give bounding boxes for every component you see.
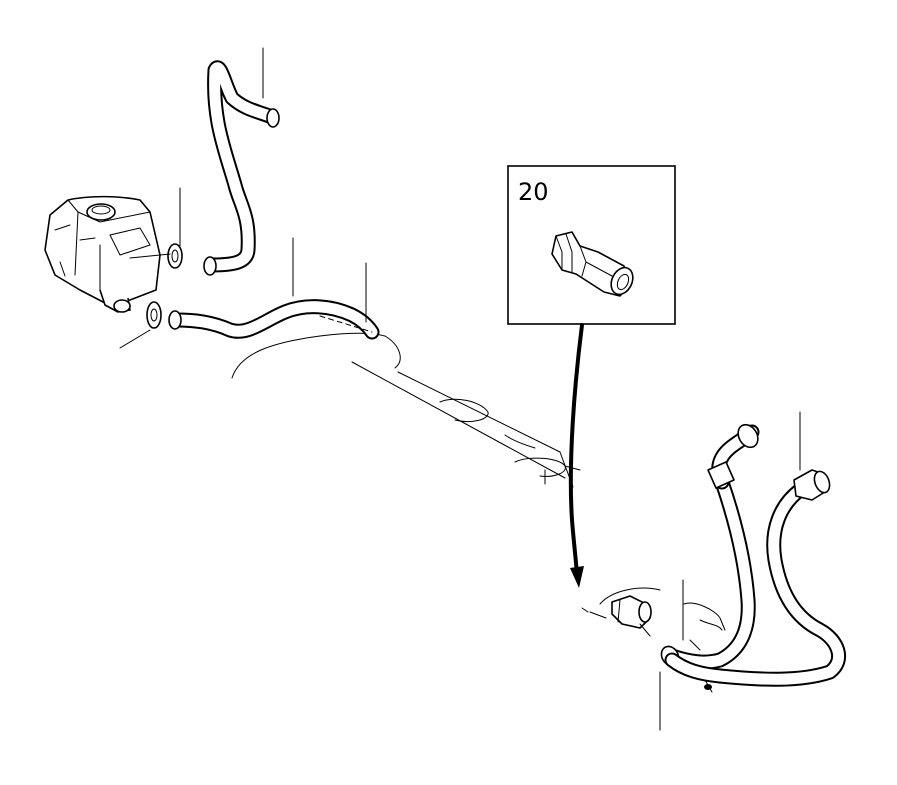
coolant-hose-lower[interactable]: [168, 299, 380, 340]
detail-box-20: 20: [507, 165, 676, 325]
hose-clamp-lower[interactable]: [146, 301, 162, 329]
hose-clamp-upper[interactable]: [167, 243, 183, 269]
engine-outline: [231, 332, 581, 488]
heater-fitting[interactable]: [581, 595, 652, 637]
engine-outline-right: [599, 587, 726, 693]
nipple-fitting[interactable]: [551, 231, 637, 298]
vent-hose-upper[interactable]: [203, 60, 280, 276]
detail-arrow: [568, 323, 584, 588]
heater-hose-outer[interactable]: [664, 469, 847, 690]
leader-lines: [119, 47, 801, 731]
expansion-tank[interactable]: [44, 195, 161, 313]
detail-box-label: 20: [518, 178, 549, 206]
heater-hose-inner[interactable]: [658, 421, 762, 670]
